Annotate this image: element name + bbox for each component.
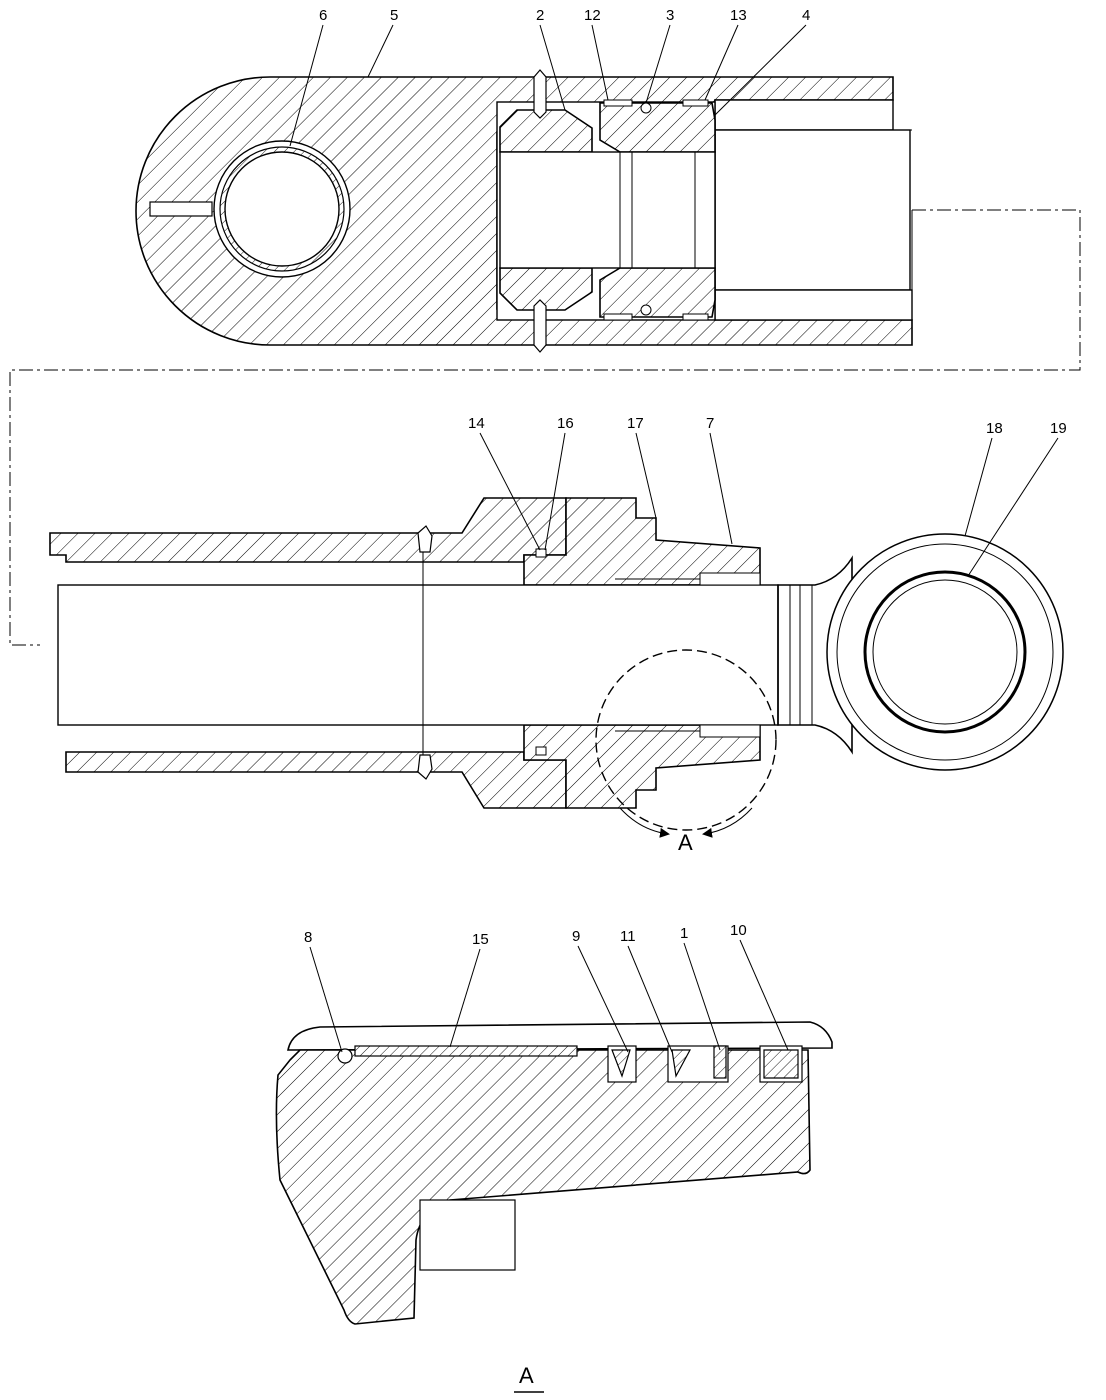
rod-surface <box>287 1021 833 1051</box>
oring-8 <box>337 1048 353 1064</box>
callout-5: 5 <box>390 7 398 24</box>
gland-section <box>275 1049 811 1325</box>
callout-13: 13 <box>730 7 747 24</box>
piston-rod <box>57 584 779 726</box>
callout-15: 15 <box>472 931 489 948</box>
gland-lower <box>523 724 761 809</box>
callout-1: 1 <box>680 925 688 942</box>
callout-10: 10 <box>730 922 747 939</box>
bore-main <box>714 129 911 291</box>
callout-4: 4 <box>802 7 810 24</box>
callout-18: 18 <box>986 420 1003 437</box>
callout-2: 2 <box>536 7 544 24</box>
wiper-groove <box>354 1045 578 1057</box>
barrel-wall-bottom <box>65 751 567 809</box>
bore-upper <box>714 99 894 131</box>
piston-lower <box>599 267 716 318</box>
detail-title: A <box>519 1363 534 1388</box>
callout-9: 9 <box>572 928 580 945</box>
middle-section-view: A <box>49 497 1064 855</box>
callout-19: 19 <box>1050 420 1067 437</box>
callout-3: 3 <box>666 7 674 24</box>
callout-6: 6 <box>319 7 327 24</box>
detail-view-a <box>275 1021 833 1325</box>
barrel-body <box>135 76 913 346</box>
callout-14: 14 <box>468 415 485 432</box>
detail-callouts: 8 15 9 11 1 10 <box>304 922 789 1053</box>
barrel-wall-top <box>49 497 567 563</box>
callout-8: 8 <box>304 929 312 946</box>
callout-7: 7 <box>706 415 714 432</box>
rod-eye-neck <box>777 555 853 755</box>
piston-rod-end <box>499 151 716 269</box>
rod-eye-bearing <box>863 570 1027 734</box>
detail-marker-a: A <box>678 830 693 855</box>
top-section-view <box>9 69 1081 646</box>
callout-17: 17 <box>627 415 644 432</box>
bushing-bore <box>224 151 340 267</box>
detail-boss <box>419 1199 516 1271</box>
detail-circle-a <box>595 649 777 831</box>
callout-12: 12 <box>584 7 601 24</box>
top-callouts: 6 5 2 12 3 13 4 <box>289 7 810 147</box>
callout-16: 16 <box>557 415 574 432</box>
piston-upper <box>599 102 716 153</box>
middle-callouts: 14 16 17 7 18 19 <box>468 415 1067 577</box>
callout-11: 11 <box>620 928 636 945</box>
